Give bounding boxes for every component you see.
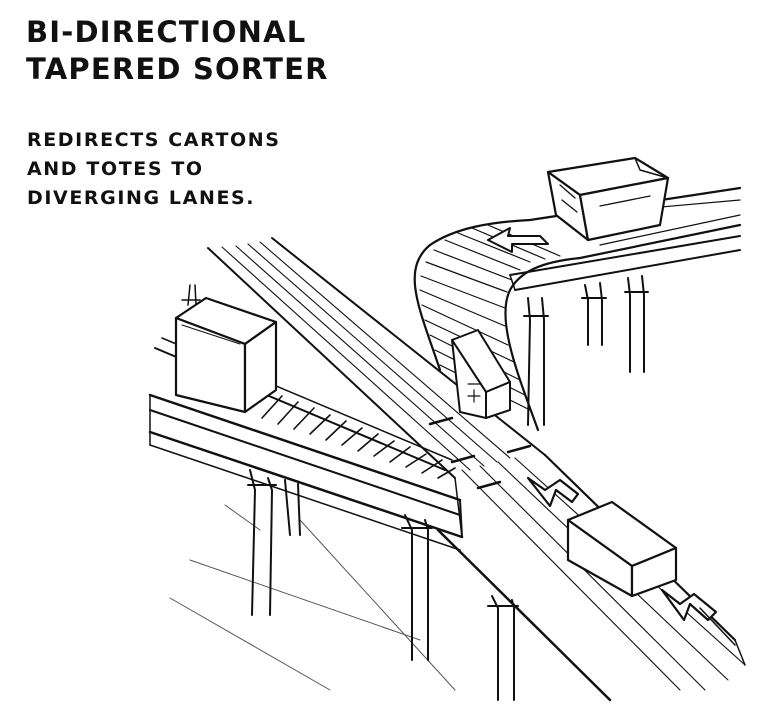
carton-left <box>174 296 278 414</box>
support-legs <box>247 275 649 701</box>
carton-front <box>566 500 678 598</box>
description-line-1: REDIRECTS CARTONS <box>27 129 281 151</box>
page-title: BI-DIRECTIONAL TAPERED SORTER <box>26 14 329 88</box>
arrow-up-left-icon <box>660 588 718 622</box>
tapered-sorter-belt <box>207 237 746 702</box>
title-line-2: TAPERED SORTER <box>26 52 329 86</box>
tote-curve <box>451 329 511 419</box>
tote-upper <box>546 156 670 242</box>
floor-lines <box>169 504 456 691</box>
description: REDIRECTS CARTONS AND TOTES TO DIVERGING… <box>27 126 281 213</box>
description-line-2: AND TOTES TO <box>27 158 204 180</box>
curved-branch-conveyor <box>413 186 742 432</box>
divert-shoes <box>428 416 532 490</box>
arrow-curve-icon <box>487 227 549 253</box>
arrow-up-left-icon <box>526 476 580 508</box>
description-line-3: DIVERGING LANES. <box>27 187 256 209</box>
title-line-1: BI-DIRECTIONAL <box>26 15 307 49</box>
direction-arrows <box>526 476 736 646</box>
